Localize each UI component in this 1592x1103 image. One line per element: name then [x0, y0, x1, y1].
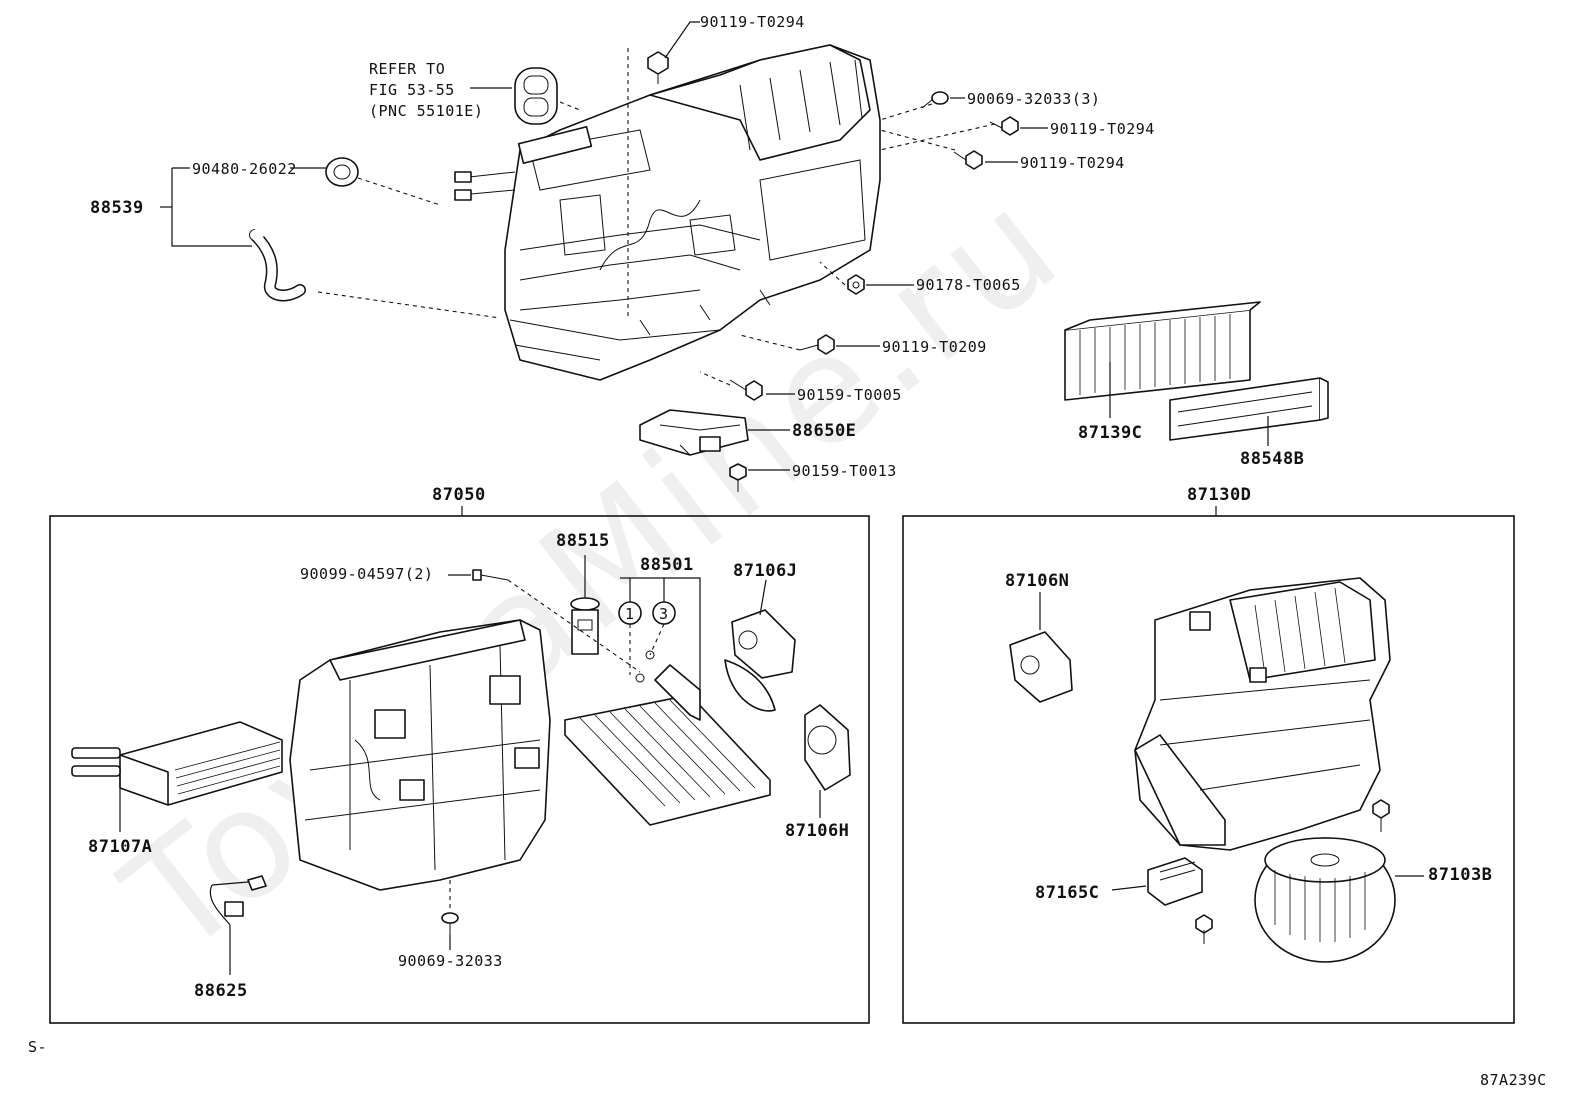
label-88501: 88501 [640, 555, 694, 575]
bolt-icon [729, 379, 763, 401]
refer-note-line1: REFER TO [369, 60, 445, 78]
screw-icon [1372, 799, 1390, 832]
bolt-icon [799, 334, 835, 355]
label-90069-32033-3: 90069-32033(3) [967, 90, 1100, 108]
hvac-case-assembly [454, 44, 881, 381]
bolt-icon [647, 51, 669, 84]
screw-icon [441, 912, 459, 935]
refer-note-line3: (PNC 55101E) [369, 102, 483, 120]
heater-unit-body [289, 619, 551, 891]
o-ring-1-icon: 1 [618, 601, 642, 625]
box-87130d [902, 515, 1515, 1024]
seal-gasket-icon [514, 67, 558, 125]
o-ring-1-label: 1 [625, 605, 635, 623]
label-90119-t0209: 90119-T0209 [882, 338, 987, 356]
label-87103b: 87103B [1428, 865, 1492, 885]
label-88539: 88539 [90, 198, 144, 218]
heater-core-icon [71, 721, 283, 806]
wire-harness-icon [209, 875, 267, 926]
label-90119-t0294-r1: 90119-T0294 [1050, 120, 1155, 138]
footer-left-code: S- [28, 1038, 47, 1056]
label-90159-t0005: 90159-T0005 [797, 386, 902, 404]
label-90099-04597-2: 90099-04597(2) [300, 565, 433, 583]
evaporator-icon [564, 664, 771, 826]
label-90480-26022: 90480-26022 [192, 160, 297, 178]
label-87106h: 87106H [785, 821, 849, 841]
label-90119-t0294-top: 90119-T0294 [700, 13, 805, 31]
servo-motor-n-icon [1009, 631, 1073, 703]
label-90178-t0065: 90178-T0065 [916, 276, 1021, 294]
screw-icon [921, 91, 949, 109]
leaders-top [160, 21, 1269, 471]
box-87050 [49, 515, 870, 1024]
servo-motor-h-icon [804, 704, 851, 791]
label-88625: 88625 [194, 981, 248, 1001]
bolt-icon [729, 463, 747, 492]
label-88650e: 88650E [792, 421, 856, 441]
bolt-icon [953, 150, 983, 170]
label-90069-32033: 90069-32033 [398, 952, 503, 970]
label-87106j: 87106J [733, 561, 797, 581]
screw-icon [1195, 914, 1213, 944]
guide-lines-left-box [449, 579, 665, 912]
cabin-filter-icon [1064, 301, 1261, 401]
label-88515: 88515 [556, 531, 610, 551]
grommet-icon [325, 157, 359, 187]
blower-case-icon [1134, 577, 1391, 851]
label-87139c: 87139C [1078, 423, 1142, 443]
o-ring-3-icon: 3 [652, 601, 676, 625]
label-87106n: 87106N [1005, 571, 1069, 591]
label-88548b: 88548B [1240, 449, 1304, 469]
leaders-left-box [119, 555, 821, 975]
sensor-88650e-icon [639, 409, 749, 456]
label-90119-t0294-r2: 90119-T0294 [1020, 154, 1125, 172]
expansion-valve-icon [570, 597, 600, 655]
filter-cover-icon [1169, 377, 1329, 441]
label-87050: 87050 [432, 485, 486, 505]
blower-motor-icon [1254, 837, 1396, 963]
guide-lines-top [317, 48, 996, 386]
nut-icon [847, 274, 865, 295]
bolt-icon [989, 116, 1019, 136]
label-90159-t0013: 90159-T0013 [792, 462, 897, 480]
label-87165c: 87165C [1035, 883, 1099, 903]
blower-resistor-icon [1147, 857, 1203, 906]
leaders-right-box [1039, 592, 1424, 891]
label-87130d: 87130D [1187, 485, 1251, 505]
footer-illustration-code: 87A239C [1480, 1071, 1547, 1089]
o-ring-3-label: 3 [659, 605, 669, 623]
bolt-icon [472, 569, 509, 581]
refer-note-line2: FIG 53-55 [369, 81, 455, 99]
servo-motor-j-icon [724, 609, 796, 712]
label-87107a: 87107A [88, 837, 152, 857]
